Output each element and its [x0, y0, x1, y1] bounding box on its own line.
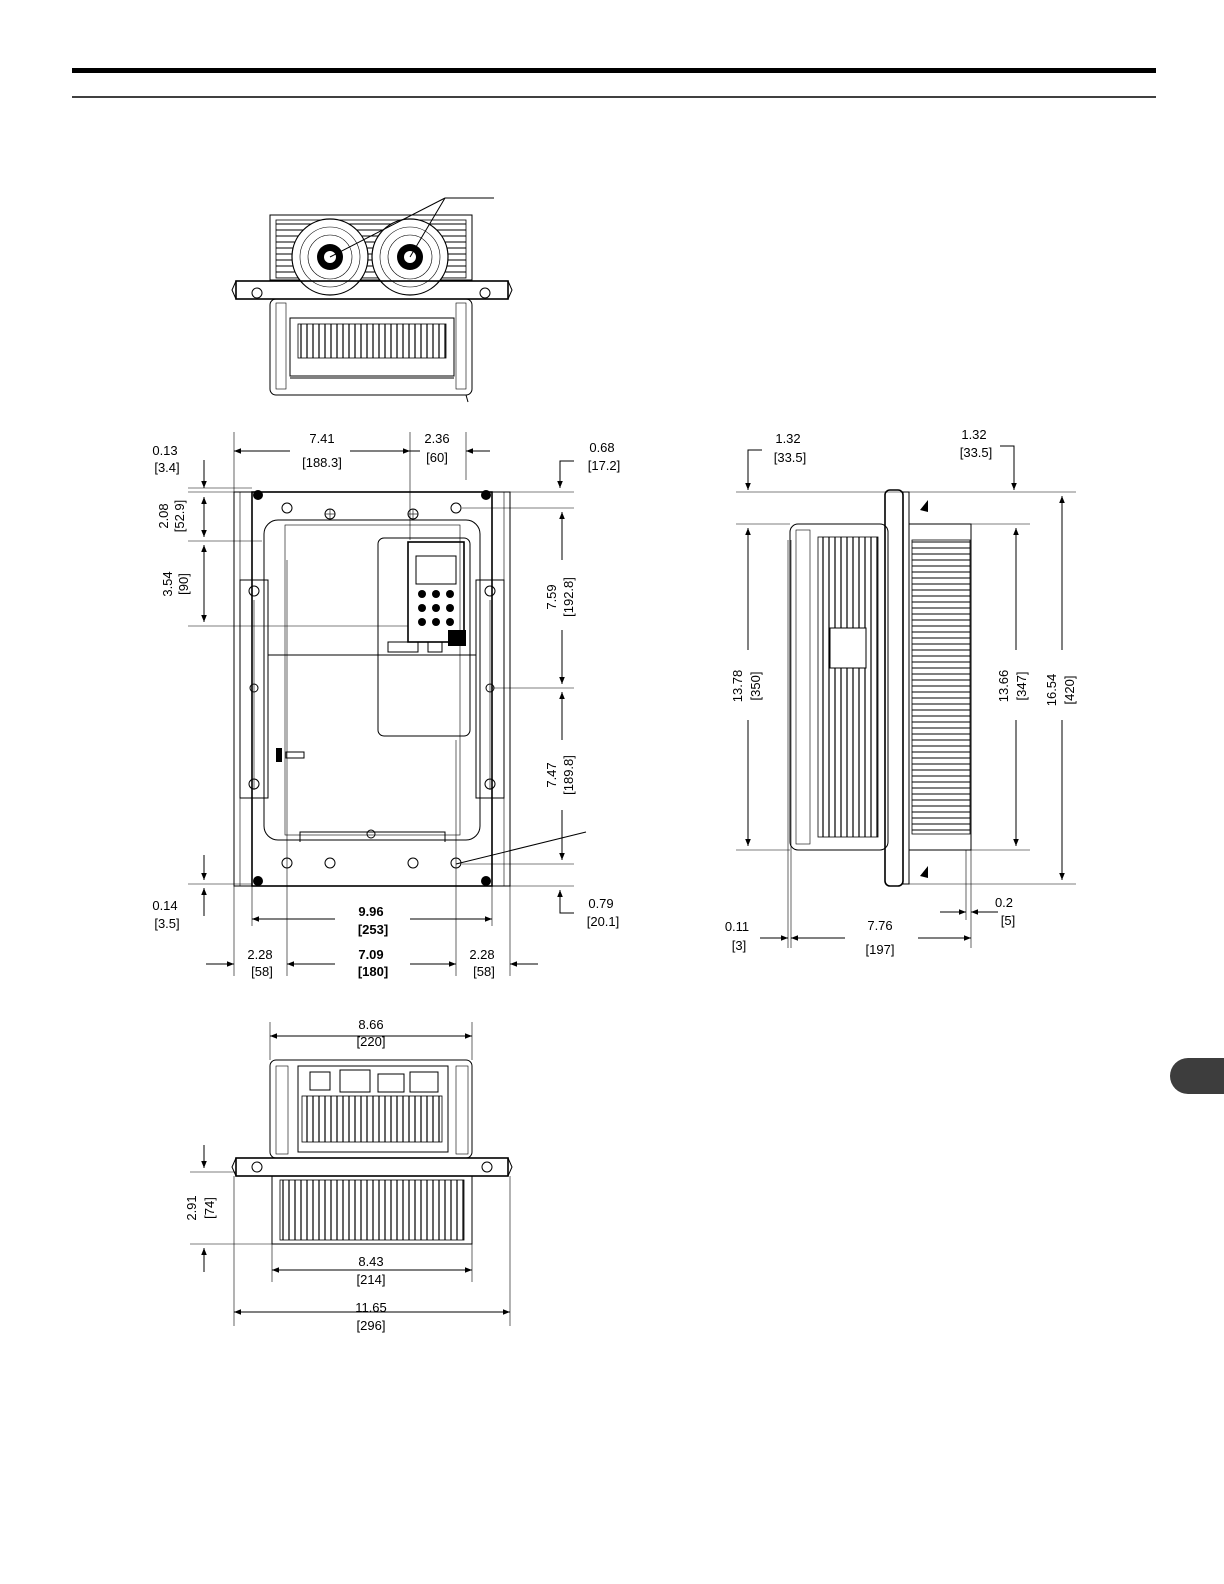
dim-2-91: 2.91 — [184, 1195, 199, 1220]
bottom-dimensions: 8.66 [220] 2.91 [74] 8.43 [214] 11.65 [2… — [184, 1017, 510, 1333]
dim-7-59: 7.59 — [544, 584, 559, 609]
front-view — [234, 432, 586, 976]
dim-0-13: 0.13 — [152, 443, 177, 458]
dim-5: [5] — [1001, 913, 1015, 928]
dim-3-54: 3.54 — [160, 571, 175, 596]
dim-8-43: 8.43 — [358, 1254, 383, 1269]
dim-420: [420] — [1062, 676, 1077, 705]
dim-74: [74] — [202, 1197, 217, 1219]
dim-33-5-right: [33.5] — [960, 445, 993, 460]
header-rules — [72, 68, 1156, 97]
dim-7-09: 7.09 — [358, 947, 383, 962]
dim-7-47: 7.47 — [544, 762, 559, 787]
dim-58-right: [58] — [473, 964, 495, 979]
dim-214: [214] — [357, 1272, 386, 1287]
front-dimensions: 7.41 [188.3] 2.36 [60] 0.13 [3.4] 2.08 [… — [152, 431, 620, 979]
dim-0-2: 0.2 — [995, 895, 1013, 910]
dim-7-41: 7.41 — [309, 431, 334, 446]
dim-8-66: 8.66 — [358, 1017, 383, 1032]
dim-2-28-left: 2.28 — [247, 947, 272, 962]
side-view — [788, 490, 971, 948]
dim-2-08: 2.08 — [156, 503, 171, 528]
dim-3: [3] — [732, 938, 746, 953]
dim-0-79: 0.79 — [588, 896, 613, 911]
dim-2-28-right: 2.28 — [469, 947, 494, 962]
bottom-view — [232, 1060, 512, 1244]
dim-189-8: [189.8] — [561, 755, 576, 795]
dim-347: [347] — [1014, 672, 1029, 701]
dim-188-3: [188.3] — [302, 455, 342, 470]
dim-180: [180] — [358, 964, 388, 979]
dim-220: [220] — [357, 1034, 386, 1049]
dim-0-11: 0.11 — [725, 919, 749, 934]
dim-0-14: 0.14 — [152, 898, 177, 913]
dim-60: [60] — [426, 450, 448, 465]
dim-17-2: [17.2] — [588, 458, 621, 473]
dim-20-1: [20.1] — [587, 914, 620, 929]
dim-13-78: 13.78 — [730, 670, 745, 703]
dim-1-32-right: 1.32 — [961, 427, 986, 442]
dim-33-5-left: [33.5] — [774, 450, 807, 465]
dim-296: [296] — [357, 1318, 386, 1333]
dim-13-66: 13.66 — [996, 670, 1011, 703]
dim-90: [90] — [176, 573, 191, 595]
chapter-tab — [1170, 1058, 1224, 1094]
dim-1-32-left: 1.32 — [775, 431, 800, 446]
dim-11-65: 11.65 — [355, 1300, 387, 1315]
dim-2-36: 2.36 — [424, 431, 449, 446]
dim-7-76: 7.76 — [867, 918, 892, 933]
side-dimensions: 1.32 [33.5] 1.32 [33.5] 13.78 [350] 13.6… — [725, 427, 1077, 957]
dim-350: [350] — [748, 672, 763, 701]
dim-16-54: 16.54 — [1044, 674, 1059, 707]
dim-0-68: 0.68 — [589, 440, 614, 455]
dim-192-8: [192.8] — [561, 577, 576, 617]
dim-197: [197] — [866, 942, 895, 957]
top-view — [232, 198, 512, 402]
dim-253: [253] — [358, 922, 388, 937]
dim-3-4: [3.4] — [154, 460, 179, 475]
dim-52-9: [52.9] — [172, 500, 187, 533]
dim-3-5: [3.5] — [154, 916, 179, 931]
dim-58-left: [58] — [251, 964, 273, 979]
dim-9-96: 9.96 — [358, 904, 383, 919]
